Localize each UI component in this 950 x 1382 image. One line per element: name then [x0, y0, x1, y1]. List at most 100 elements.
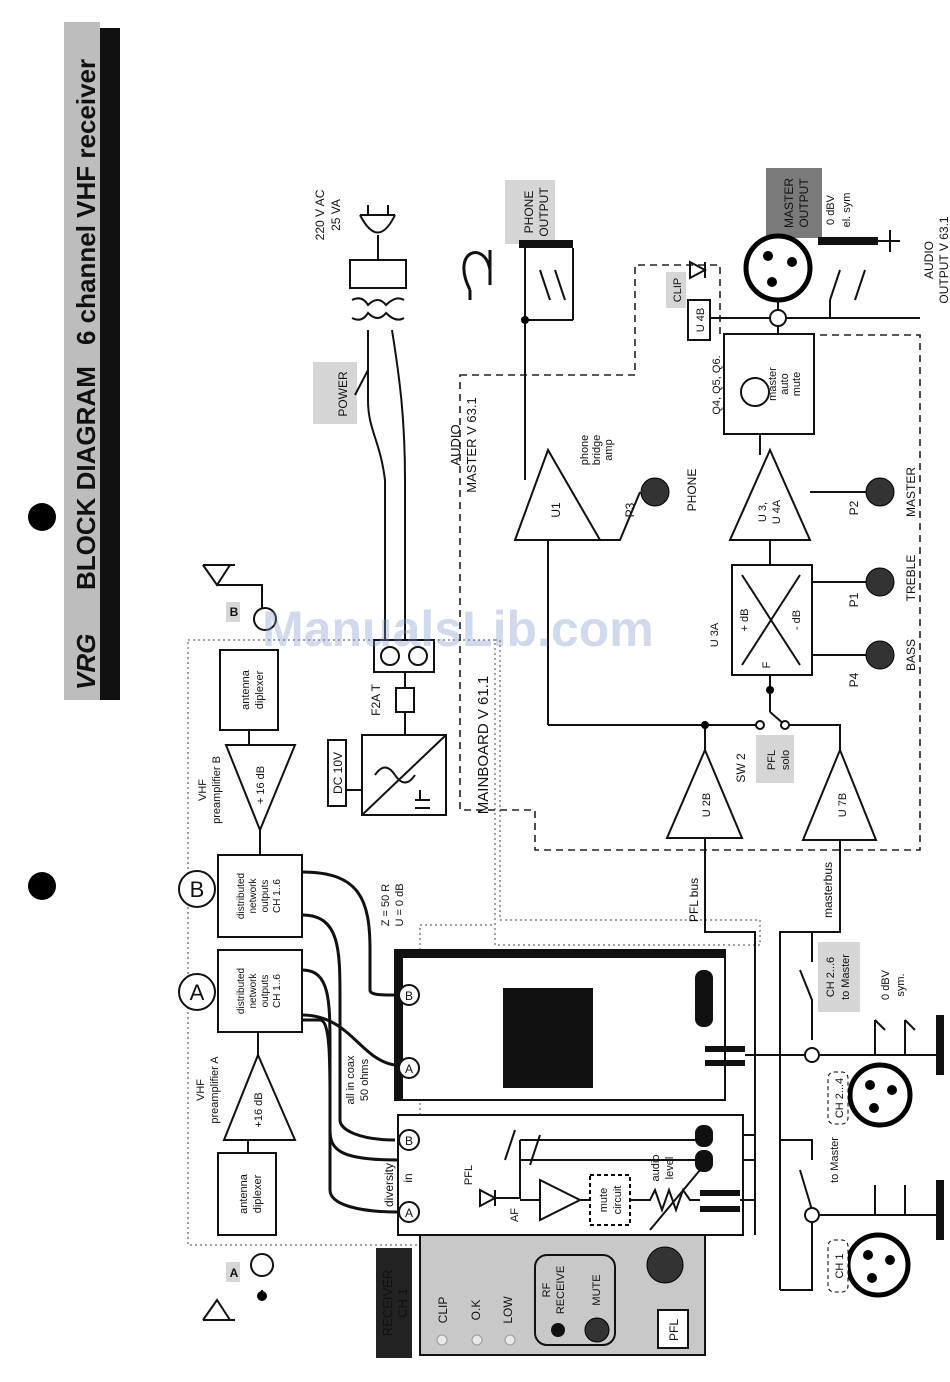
phone-output-label: PHONE: [522, 191, 536, 234]
svg-text:RECEIVE: RECEIVE: [555, 1266, 567, 1314]
headphones-icon: [462, 250, 492, 300]
network-b-marker: B: [190, 877, 205, 902]
af-label: AF: [509, 1208, 521, 1222]
audio-level-label: audio: [650, 1155, 662, 1182]
masterbus-label: masterbus: [821, 862, 835, 918]
svg-text:network: network: [248, 877, 259, 913]
master-label: MASTER: [904, 467, 918, 517]
svg-text:CH1: CH1: [563, 1024, 579, 1052]
svg-text:to Master: to Master: [840, 954, 852, 1000]
svg-text:distributed: distributed: [236, 968, 247, 1014]
svg-text:U 4A: U 4A: [771, 499, 783, 524]
svg-text:MASTER V 63.1: MASTER V 63.1: [464, 397, 479, 492]
phone-pot-p3: [640, 477, 670, 507]
svg-text:+16 dB: +16 dB: [253, 1092, 265, 1127]
network-outputs-a: [217, 949, 303, 1033]
mute-label: MUTE: [591, 1274, 603, 1305]
svg-text:sym.: sym.: [895, 973, 907, 996]
svg-text:OUTPUT: OUTPUT: [537, 187, 551, 237]
svg-text:U = 0 dB: U = 0 dB: [394, 883, 406, 926]
svg-text:logic: logic: [700, 984, 710, 1003]
impedance-note: Z = 50 R: [380, 884, 392, 927]
svg-text:- dB: - dB: [791, 610, 803, 630]
clip-led: [436, 1334, 448, 1346]
mainboard-region: [494, 639, 761, 946]
diagram-title: BLOCK DIAGRAM: [71, 366, 101, 590]
antenna-diplexer-a: [217, 1152, 277, 1236]
svg-text:VHF: VHF: [195, 1079, 207, 1101]
ch2-4-label: CH 2...4: [834, 1078, 846, 1118]
ch1-xlr-connector: [845, 1232, 911, 1298]
coax-note: all in coax: [345, 1055, 357, 1104]
svg-text:bridge: bridge: [591, 435, 603, 466]
svg-text:Q4, Q5, Q6.: Q4, Q5, Q6.: [711, 355, 723, 414]
preamplifier-a: [222, 1052, 297, 1141]
svg-text:circuit: circuit: [612, 1186, 624, 1215]
punch-hole-top: [28, 503, 56, 531]
svg-text:amp: amp: [603, 439, 615, 460]
level-knob[interactable]: [646, 1246, 684, 1284]
audio-level-pot: [630, 1169, 701, 1231]
svg-text:same as: same as: [545, 1012, 561, 1065]
svg-text:diversity: diversity: [382, 1163, 396, 1207]
ch2-6-input-a: A: [405, 1062, 413, 1076]
treble-pot-p1: [865, 567, 895, 597]
svg-text:antenna: antenna: [240, 669, 252, 710]
svg-text:P3: P3: [623, 502, 637, 517]
rf-receive-label: RF: [541, 1282, 553, 1297]
svg-text:network: network: [248, 972, 259, 1008]
pfl-bus-label: PFL bus: [687, 878, 701, 922]
svg-text:RECEIVER: RECEIVER: [509, 1002, 525, 1074]
svg-text:distributed: distributed: [236, 873, 247, 919]
svg-text:F: F: [761, 661, 773, 668]
audio-master-region: [459, 264, 921, 851]
ch1-input-b: B: [405, 1134, 413, 1148]
svg-text:CH 1..6: CH 1..6: [272, 974, 283, 1008]
svg-text:antenna: antenna: [238, 1173, 250, 1214]
svg-text:preamplifier B: preamplifier B: [211, 756, 223, 824]
u3a-label: U 3A: [709, 622, 721, 647]
bass-pot-p4: [865, 640, 895, 670]
svg-text:+ dB: + dB: [739, 609, 751, 632]
master-output-label: MASTER: [782, 178, 796, 228]
svg-text:U 3,: U 3,: [757, 502, 769, 522]
master-auto-mute: [723, 333, 815, 435]
ok-led: [471, 1334, 483, 1346]
svg-text:CH 1..6: CH 1..6: [272, 879, 283, 913]
svg-text:AUDIO: AUDIO: [448, 424, 463, 465]
phone-label: PHONE: [685, 469, 699, 512]
tone-section: + dB - dB F U 3A P1 P4 TREBLE BASS: [709, 555, 918, 712]
svg-text:signal: signal: [701, 1005, 710, 1026]
svg-text:P2: P2: [847, 500, 861, 515]
svg-text:preamplifier A: preamplifier A: [209, 1056, 221, 1124]
punch-hole-bottom: [28, 872, 56, 900]
antenna-a-label: A: [230, 1266, 239, 1280]
svg-text:DC 10V: DC 10V: [331, 752, 345, 794]
clip-led-icon: [689, 260, 708, 280]
svg-text:CH 2...6: CH 2...6: [527, 1012, 543, 1064]
svg-text:signal: signal: [701, 1150, 710, 1171]
bass-label: BASS: [904, 639, 918, 671]
svg-text:50 ohms: 50 ohms: [359, 1058, 371, 1101]
svg-text:auto: auto: [779, 373, 791, 394]
master-level: 0 dBV: [825, 194, 837, 225]
phone-amp-u1: [513, 447, 602, 541]
svg-text:O.K: O.K: [469, 1300, 483, 1321]
transformer-icon: [349, 259, 407, 289]
svg-text:P1: P1: [847, 592, 861, 607]
pfl-button[interactable]: [657, 1309, 689, 1349]
svg-text:CLIP: CLIP: [436, 1297, 450, 1324]
svg-text:F2A T: F2A T: [369, 683, 383, 715]
svg-text:solo: solo: [780, 750, 792, 770]
mute-knob[interactable]: [584, 1317, 610, 1343]
ch2-6-level: 0 dBV: [880, 969, 892, 1000]
master-xlr-connector: [743, 233, 813, 303]
power-switch: [313, 362, 357, 424]
audio-output-label: AUDIO: [922, 241, 936, 279]
